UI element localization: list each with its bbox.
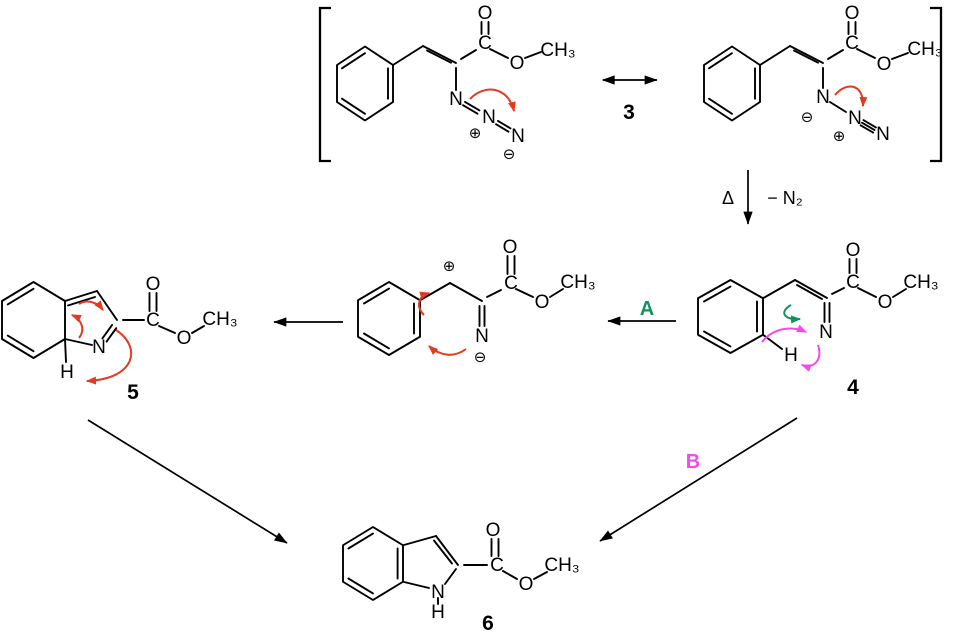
aromatic-inner-bonds	[347, 532, 399, 595]
atom-amide-n: N	[475, 326, 489, 347]
bonds	[419, 255, 564, 327]
bonds	[762, 258, 907, 350]
aromatic-inner-bonds	[708, 52, 756, 115]
atom-ether-o: O	[177, 328, 192, 349]
atom-ester-c: C	[490, 555, 504, 576]
atom-methyl: CH₃	[202, 309, 237, 330]
label-pathway-b: B	[686, 451, 700, 473]
structure-zwitterion: ⊕ O C O CH₃ N ⊖	[357, 237, 596, 366]
minus-charge: ⊖	[474, 348, 487, 366]
aromatic-inner-bonds	[703, 285, 758, 348]
red-curved-arrow-azide	[834, 85, 868, 108]
atom-n1: N	[816, 87, 830, 108]
magenta-curved-arrow-n-to-h	[800, 344, 821, 372]
atom-h: H	[60, 362, 74, 383]
magenta-curved-arrow-ch-to-n	[761, 324, 808, 343]
atom-carbonyl-o: O	[478, 3, 493, 24]
atom-n2: N	[848, 108, 862, 129]
atom-methyl: CH₃	[907, 39, 942, 60]
structure-5: O C O CH₃ N H 5	[1, 274, 238, 404]
bonds	[759, 21, 909, 134]
atom-ether-o: O	[535, 292, 550, 313]
bracket-left	[318, 6, 331, 163]
label-compound-3: 3	[623, 101, 635, 124]
atom-h: H	[784, 345, 798, 366]
structure-3-resonance-b: O C O CH₃ N N N ⊖ ⊕	[703, 3, 943, 145]
atom-ether-o: O	[877, 54, 892, 75]
atom-nitrene-n: N	[819, 322, 833, 343]
plus-charge: ⊕	[833, 127, 846, 145]
aromatic-inner-bonds	[341, 52, 389, 115]
structure-3-resonance-a: O C O CH₃ N N N ⊕ ⊖	[336, 3, 576, 163]
atom-ether-o: O	[510, 53, 525, 74]
plus-charge: ⊕	[469, 124, 482, 142]
atom-ester-c: C	[845, 33, 859, 54]
benzene-ring	[342, 526, 404, 601]
pathway-b-arrow	[599, 417, 798, 542]
atom-ester-c: C	[146, 310, 160, 331]
atom-ether-o: O	[878, 292, 893, 313]
atom-methyl: CH₃	[540, 40, 575, 61]
atom-methyl: CH₃	[560, 272, 595, 293]
atom-n2: N	[482, 107, 496, 128]
atom-ester-c: C	[478, 33, 492, 54]
atom-nh-n: N	[431, 582, 445, 603]
plus-charge: ⊕	[443, 257, 456, 275]
red-curved-arrow-h-shift	[85, 329, 133, 385]
structure-4: O C O CH₃ N H 4	[697, 240, 939, 399]
atom-carbonyl-o: O	[846, 240, 861, 261]
label-delta: Δ	[722, 188, 734, 208]
label-pathway-a: A	[640, 298, 654, 320]
atom-n3: N	[876, 124, 890, 145]
minus-charge: ⊖	[801, 108, 814, 126]
bonds	[402, 535, 548, 605]
atom-carbonyl-o: O	[146, 274, 161, 295]
aromatic-inner-bonds	[363, 287, 415, 350]
red-curved-arrow-c3-shift	[78, 300, 104, 311]
label-minus-n2: − N₂	[767, 188, 803, 208]
green-curved-arrow-cyclization	[783, 304, 802, 324]
benzene-ring	[703, 45, 761, 122]
atom-ester-c: C	[504, 273, 518, 294]
atom-methyl: CH₃	[903, 272, 938, 293]
red-curved-arrow-ring-to-cation	[417, 291, 431, 316]
red-curved-arrow-n-to-ring	[428, 345, 467, 356]
label-compound-4: 4	[847, 376, 859, 399]
atom-n1: N	[449, 89, 463, 110]
bonds	[64, 290, 205, 363]
cyclohexadiene-ring	[1, 281, 66, 359]
atom-imine-n: N	[92, 337, 106, 358]
benzene-ring	[336, 45, 394, 122]
bracket-right	[930, 6, 943, 163]
atom-ether-o: O	[519, 574, 534, 595]
red-curved-arrow-azide	[469, 88, 516, 113]
label-compound-5: 5	[127, 381, 139, 404]
atom-nh-h: H	[431, 602, 445, 623]
structure-6: O C O CH₃ N H 6	[342, 520, 580, 635]
bonds	[392, 21, 542, 133]
arrow-5-to-6	[87, 419, 288, 544]
atom-carbonyl-o: O	[486, 520, 501, 541]
atom-carbonyl-o: O	[845, 3, 860, 24]
atom-ester-c: C	[846, 272, 860, 293]
red-curved-arrow-ring-fusion	[70, 314, 84, 339]
label-compound-6: 6	[482, 612, 494, 635]
atom-n3: N	[511, 126, 525, 147]
benzene-ring	[357, 281, 421, 356]
atom-carbonyl-o: O	[503, 237, 518, 258]
atom-methyl: CH₃	[544, 555, 579, 576]
minus-charge: ⊖	[503, 145, 516, 163]
benzene-ring	[697, 279, 764, 354]
diene-inner-bonds	[6, 287, 35, 353]
